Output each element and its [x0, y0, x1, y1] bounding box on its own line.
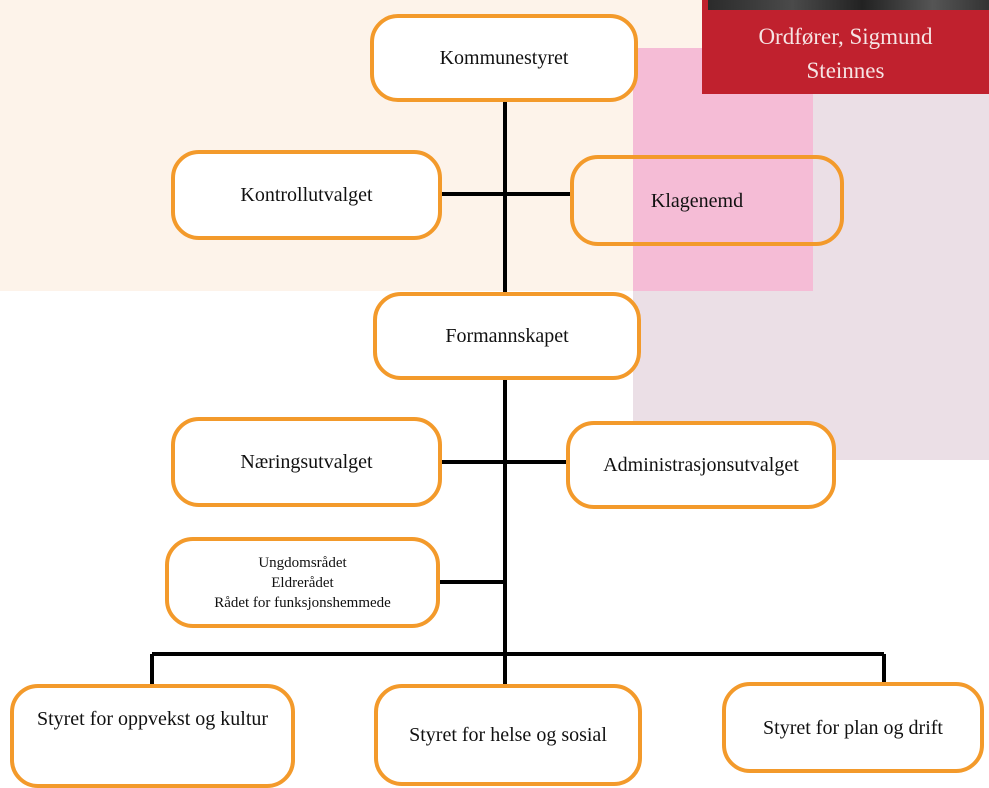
node-naeringsutvalget: Næringsutvalget	[171, 417, 442, 507]
node-helse: Styret for helse og sosial	[374, 684, 642, 786]
node-klagenemd-label: Klagenemd	[650, 189, 744, 212]
node-helse-label: Styret for helse og sosial	[409, 724, 607, 746]
node-formannskapet-label: Formannskapet	[445, 325, 569, 347]
node-administrasjonsutvalget: Administrasjonsutvalget	[566, 421, 836, 509]
node-plan: Styret for plan og drift	[722, 682, 984, 773]
node-naeringsutvalget-label: Næringsutvalget	[240, 451, 373, 473]
mayor-caption-line1: Ordfører, Sigmund	[758, 24, 933, 49]
node-raad: Ungdomsrådet Eldrerådet Rådet for funksj…	[165, 537, 440, 628]
node-plan-label: Styret for plan og drift	[763, 716, 943, 739]
mayor-caption-text: Ordfører, Sigmund Steinnes	[702, 20, 989, 88]
node-kommunestyret-label: Kommunestyret	[439, 47, 569, 69]
mayor-photo	[708, 0, 989, 10]
node-kontrollutvalget: Kontrollutvalget	[171, 150, 442, 240]
node-klagenemd: Klagenemd	[570, 155, 844, 246]
node-oppvekst: Styret for oppvekst og kultur	[10, 684, 295, 788]
node-formannskapet: Formannskapet	[373, 292, 641, 380]
mayor-caption-line2: Steinnes	[806, 58, 885, 83]
node-kontrollutvalget-label: Kontrollutvalget	[240, 184, 373, 206]
mayor-caption: Ordfører, Sigmund Steinnes	[702, 0, 989, 94]
node-raad-line-3: Rådet for funksjonshemmede	[214, 594, 391, 611]
node-raad-line-2: Eldrerådet	[271, 574, 334, 591]
node-administrasjonsutvalget-label: Administrasjonsutvalget	[603, 454, 799, 476]
node-oppvekst-label: Styret for oppvekst og kultur	[36, 708, 269, 730]
node-raad-line-1: Ungdomsrådet	[258, 554, 347, 571]
node-kommunestyret: Kommunestyret	[370, 14, 638, 102]
